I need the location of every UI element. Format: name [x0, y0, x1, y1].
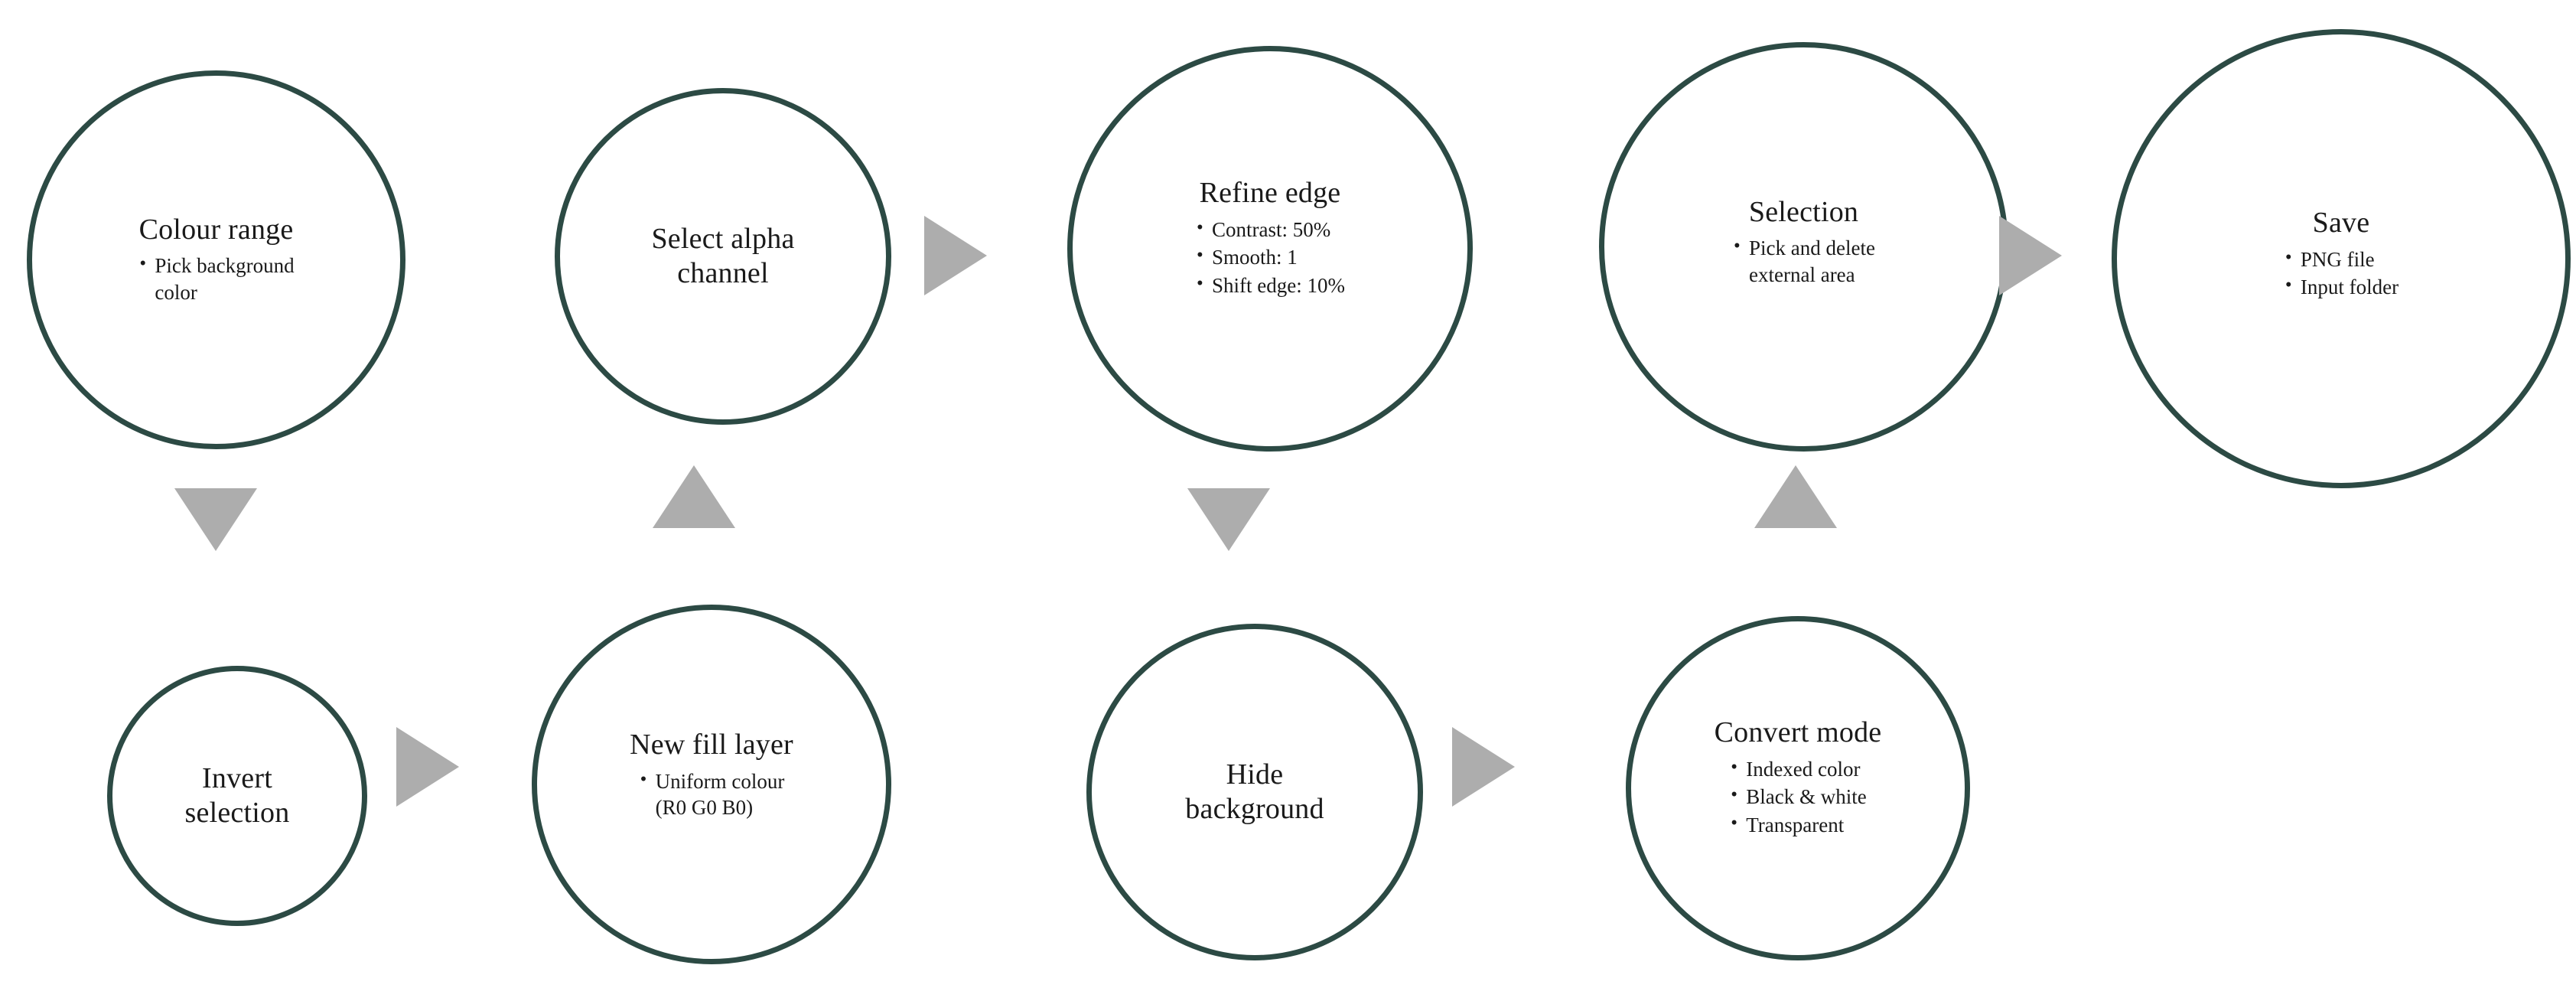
list-item: Contrast: 50%: [1195, 216, 1345, 243]
node-bullet-list: Contrast: 50% Smooth: 1 Shift edge: 10%: [1195, 216, 1345, 301]
node-title: Selection: [1748, 195, 1859, 228]
node-selection-content: Selection Pick and delete external area: [1648, 195, 1959, 290]
arrow-right-icon-invert-selection-to-new-fill-layer: [396, 727, 459, 807]
bullets-wrap: Indexed color Black & white Transparent: [1668, 750, 1928, 840]
node-refine-edge-content: Refine edge Contrast: 50% Smooth: 1 Shif…: [1116, 176, 1424, 300]
node-bullet-list: PNG file Input folder: [2284, 246, 2399, 302]
list-item: Pick and delete external area: [1732, 234, 1875, 288]
list-item: Uniform colour (R0 G0 B0): [639, 768, 785, 821]
node-title: Convert mode: [1714, 716, 1882, 748]
node-convert-mode-content: Convert mode Indexed color Black & white…: [1668, 716, 1928, 840]
node-title: New fill layer: [630, 729, 793, 761]
arrow-down-icon-colour-range-to-invert-selection: [174, 488, 257, 551]
node-hide-background[interactable]: Hide background: [1086, 624, 1423, 960]
list-item: Pick background color: [138, 252, 294, 305]
node-select-alpha-channel-content: Select alpha channel: [596, 222, 850, 291]
node-colour-range-content: Colour range Pick background color: [73, 213, 360, 308]
arrow-right-icon-select-alpha-channel-to-refine-edge: [924, 216, 987, 295]
list-item: Input folder: [2284, 273, 2399, 301]
node-title: Select alpha channel: [651, 223, 795, 289]
arrow-down-icon-refine-edge-to-hide-background: [1187, 488, 1270, 551]
list-item: Indexed color: [1729, 755, 1866, 783]
list-item: Black & white: [1729, 783, 1866, 810]
bullets-wrap: Contrast: 50% Smooth: 1 Shift edge: 10%: [1116, 210, 1424, 301]
node-select-alpha-channel[interactable]: Select alpha channel: [555, 88, 891, 425]
node-save-content: Save PNG file Input folder: [2166, 206, 2516, 302]
node-bullet-list: Uniform colour (R0 G0 B0): [639, 768, 785, 823]
node-selection[interactable]: Selection Pick and delete external area: [1599, 42, 2008, 452]
node-invert-selection[interactable]: Invert selection: [107, 666, 367, 926]
node-title: Refine edge: [1199, 176, 1341, 209]
node-convert-mode[interactable]: Convert mode Indexed color Black & white…: [1626, 616, 1970, 960]
arrow-right-icon-selection-to-save: [1999, 216, 2062, 295]
arrow-up-icon-convert-mode-to-selection: [1754, 465, 1837, 528]
list-item: Shift edge: 10%: [1195, 272, 1345, 299]
node-hide-background-content: Hide background: [1128, 758, 1382, 827]
node-title: Invert selection: [184, 762, 290, 829]
arrow-right-icon-hide-background-to-convert-mode: [1452, 727, 1515, 807]
node-save[interactable]: Save PNG file Input folder: [2112, 29, 2571, 488]
bullets-wrap: Uniform colour (R0 G0 B0): [575, 762, 848, 823]
node-colour-range[interactable]: Colour range Pick background color: [27, 70, 405, 449]
bullets-wrap: PNG file Input folder: [2166, 240, 2516, 302]
arrow-up-icon-new-fill-layer-to-select-alpha-channel: [653, 465, 735, 528]
node-new-fill-layer-content: New fill layer Uniform colour (R0 G0 B0): [575, 728, 848, 823]
list-item: Smooth: 1: [1195, 243, 1345, 271]
list-item: PNG file: [2284, 246, 2399, 273]
bullets-wrap: Pick background color: [73, 246, 360, 307]
node-bullet-list: Pick and delete external area: [1732, 234, 1875, 289]
node-title: Save: [2312, 207, 2370, 240]
node-new-fill-layer[interactable]: New fill layer Uniform colour (R0 G0 B0): [532, 605, 891, 964]
bullets-wrap: Pick and delete external area: [1648, 229, 1959, 289]
node-refine-edge[interactable]: Refine edge Contrast: 50% Smooth: 1 Shif…: [1067, 46, 1473, 452]
node-title: Colour range: [138, 213, 294, 246]
node-invert-selection-content: Invert selection: [140, 761, 334, 830]
list-item: Transparent: [1729, 811, 1866, 839]
node-bullet-list: Pick background color: [138, 252, 294, 307]
node-title: Hide background: [1185, 758, 1324, 825]
node-bullet-list: Indexed color Black & white Transparent: [1729, 755, 1866, 840]
